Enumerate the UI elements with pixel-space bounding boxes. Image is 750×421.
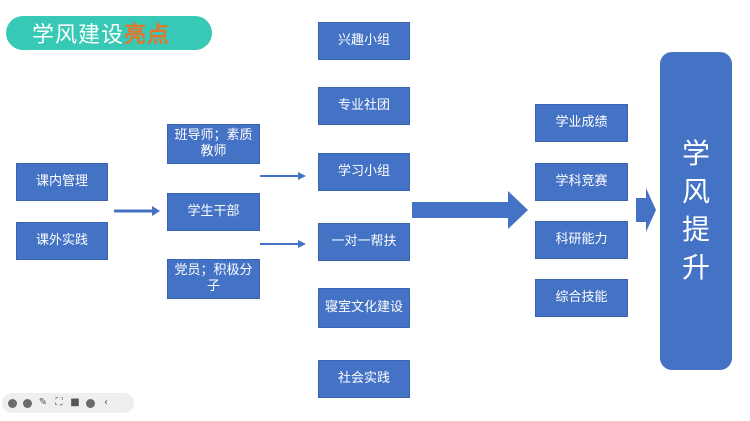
title-highlight: 亮点 (124, 23, 171, 48)
back-icon[interactable] (8, 398, 17, 408)
arrowhead-left-to-middle (152, 206, 160, 216)
result-box: 学风提升 (660, 52, 732, 370)
left-box-extracurricular: 课外实践 (16, 222, 108, 260)
outcome-box-competitions: 学科竞赛 (535, 163, 628, 201)
arrow-activities-to-outcomes (412, 191, 528, 229)
pen-icon[interactable]: ✎ (38, 397, 48, 408)
middle-box-student-cadres: 学生干部 (167, 193, 260, 231)
activity-box-study-groups: 学习小组 (318, 153, 410, 191)
arrow-outcomes-to-result (636, 188, 656, 232)
middle-box-mentors: 班导师；素质教师 (167, 124, 260, 164)
outcome-box-academic: 学业成绩 (535, 104, 628, 142)
collapse-icon[interactable]: ‹ (104, 397, 108, 408)
forward-icon[interactable] (23, 398, 32, 408)
video-icon[interactable]: ■ (70, 397, 80, 408)
activity-box-dorm-culture: 寝室文化建设 (318, 288, 410, 328)
arrowhead-middle-to-activities-upper (298, 172, 306, 180)
arrowhead-middle-to-activities-lower (298, 240, 306, 248)
result-text: 学风提升 (681, 137, 710, 284)
presentation-toolbar: ✎ ⛶ ■ ‹ (2, 393, 134, 413)
activity-box-social-practice: 社会实践 (318, 360, 410, 398)
activity-box-one-on-one: 一对一帮扶 (318, 223, 410, 261)
activity-box-interest-groups: 兴趣小组 (318, 22, 410, 60)
outcome-box-skills: 综合技能 (535, 279, 628, 317)
page-title: 学风建设亮点 (6, 16, 212, 50)
middle-box-party-members: 党员；积极分子 (167, 259, 260, 299)
activity-box-clubs: 专业社团 (318, 87, 410, 125)
more-icon[interactable] (86, 398, 95, 408)
fullscreen-icon[interactable]: ⛶ (55, 397, 63, 408)
title-main: 学风建设 (32, 23, 125, 48)
outcome-box-research: 科研能力 (535, 221, 628, 259)
left-box-class-management: 课内管理 (16, 163, 108, 201)
